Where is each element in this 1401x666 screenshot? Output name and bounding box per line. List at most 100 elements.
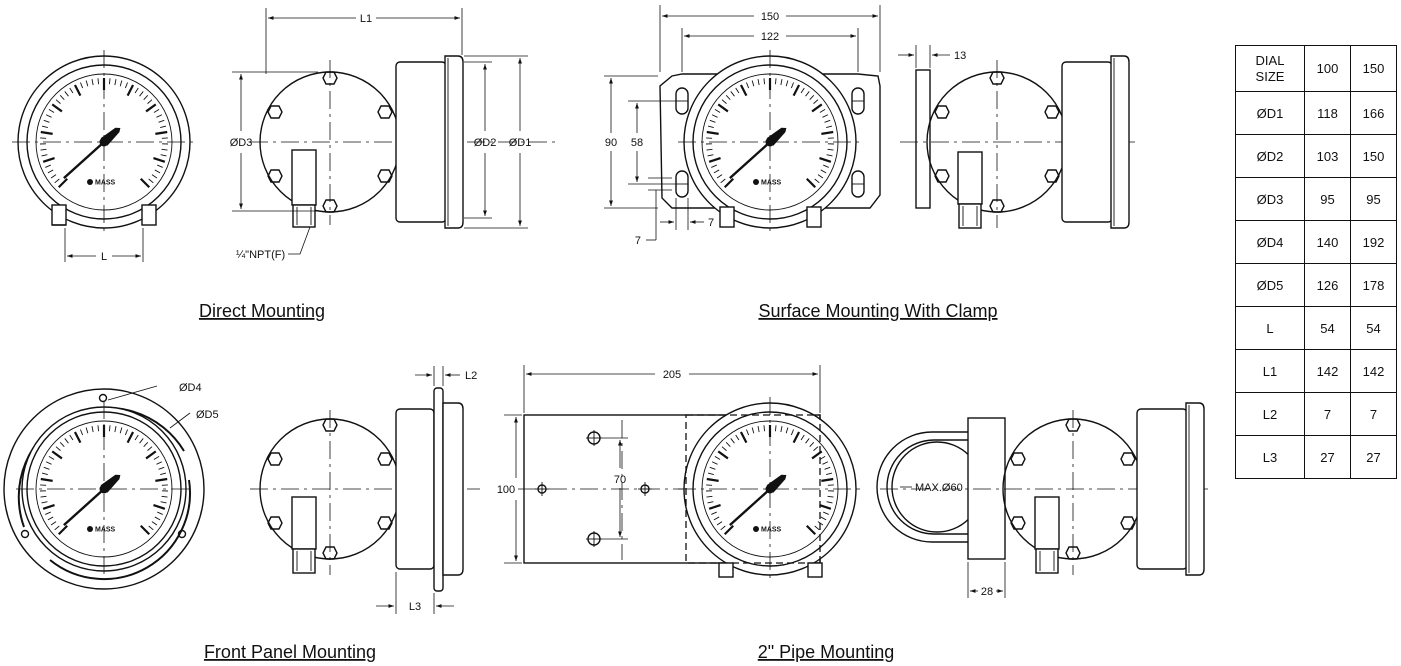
dim-28: 28 [981, 586, 993, 598]
socket [291, 149, 317, 206]
dim-58: 58 [631, 137, 643, 149]
connector-lug [806, 206, 822, 228]
table-cell: 27 [1350, 435, 1397, 479]
connector-lug [51, 204, 67, 226]
dim-7-left: 7 [635, 235, 641, 247]
table-cell: 178 [1350, 263, 1397, 307]
table-cell: 150 [1350, 134, 1397, 178]
brand-logo-icon [753, 526, 759, 532]
connector-lug [807, 562, 823, 578]
table-cell: 54 [1350, 306, 1397, 350]
header-cell-text: DIAL SIZE [1255, 52, 1285, 84]
table-cell: L3 [1235, 435, 1305, 479]
socket-thread [292, 548, 316, 574]
socket-thread [1035, 548, 1059, 574]
bracket-side [967, 417, 1006, 560]
connector-lug [718, 562, 734, 578]
mounting-holes [535, 430, 652, 547]
table-header-row: DIAL SIZE 100 150 [1235, 45, 1397, 92]
front-panel-mounting-view: MASS ØD4 ØD5 L2 [3, 366, 480, 662]
dim-70: 70 [614, 474, 626, 486]
brand-logo: MASS [761, 527, 782, 534]
table-cell: 27 [1304, 435, 1351, 479]
header-cell: 150 [1350, 45, 1397, 92]
bezel [442, 402, 464, 576]
table-cell: ØD5 [1235, 263, 1305, 307]
socket-thread [958, 203, 982, 229]
caption-surface: Surface Mounting With Clamp [758, 301, 997, 321]
socket [1034, 496, 1060, 550]
dim-L2: L2 [465, 370, 477, 382]
pointer-needle [729, 488, 771, 527]
table-cell: L [1235, 306, 1305, 350]
dim-D1: ØD1 [509, 137, 532, 149]
dial-scale [706, 78, 834, 189]
dim-100: 100 [497, 484, 515, 496]
gauge-front-panel: MASS [16, 401, 192, 577]
socket [957, 151, 983, 205]
dim-L: L [101, 251, 107, 263]
connector-lug [141, 204, 157, 226]
dial-scale [40, 78, 168, 189]
bezel [444, 55, 464, 229]
dim-D4: ØD4 [179, 382, 202, 394]
dim-L3: L3 [409, 601, 421, 613]
caption-front: Front Panel Mounting [204, 642, 376, 662]
gauge-front-direct: MASS [12, 50, 196, 234]
table-cell: 7 [1304, 392, 1351, 436]
panel-flange [3, 388, 205, 590]
header-dial-size: DIAL SIZE [1235, 45, 1305, 92]
gauge-front-surface: MASS [678, 50, 862, 234]
table-cell: ØD3 [1235, 177, 1305, 221]
case-body [395, 61, 447, 223]
table-cell: L1 [1235, 349, 1305, 393]
clamp-side [915, 69, 931, 209]
pointer-needle [63, 141, 105, 180]
table-cell: 103 [1304, 134, 1351, 178]
connector-lug [719, 206, 735, 228]
npt-label: ¼"NPT(F) [236, 249, 285, 261]
dim-L1: L1 [360, 13, 372, 25]
table-cell: 126 [1304, 263, 1351, 307]
surface-mounting-view: MASS 150 122 90 58 7 [604, 5, 1140, 321]
pointer-hub [765, 484, 775, 494]
pointer-hub [99, 137, 109, 147]
caption-direct: Direct Mounting [199, 301, 325, 321]
table-cell: 54 [1304, 306, 1351, 350]
table-cell: 192 [1350, 220, 1397, 264]
gauge-side-panel [250, 387, 480, 592]
clamp-ring-arc [49, 479, 191, 581]
table-cell: 95 [1350, 177, 1397, 221]
dim-D3: ØD3 [230, 137, 253, 149]
case-body [1136, 408, 1188, 570]
dim-150: 150 [761, 11, 779, 23]
bezel [1110, 55, 1130, 229]
caption-pipe: 2" Pipe Mounting [758, 642, 894, 662]
brand-logo: MASS [761, 180, 782, 187]
case-body [395, 408, 435, 570]
dim-7-right: 7 [708, 217, 714, 229]
socket-thread [292, 204, 316, 228]
max-pipe-dia: MAX.Ø60 [915, 482, 963, 494]
table-cell: ØD4 [1235, 220, 1305, 264]
direct-mounting-view: MASS L [12, 8, 560, 321]
pointer-hub [765, 137, 775, 147]
bezel [1185, 402, 1205, 576]
table-cell: ØD2 [1235, 134, 1305, 178]
case-body [1061, 61, 1113, 223]
u-bolt-inner [886, 439, 968, 535]
brand-logo: MASS [95, 180, 116, 187]
dial-scale [706, 425, 834, 536]
table-cell: 118 [1304, 91, 1351, 135]
header-cell: 100 [1304, 45, 1351, 92]
